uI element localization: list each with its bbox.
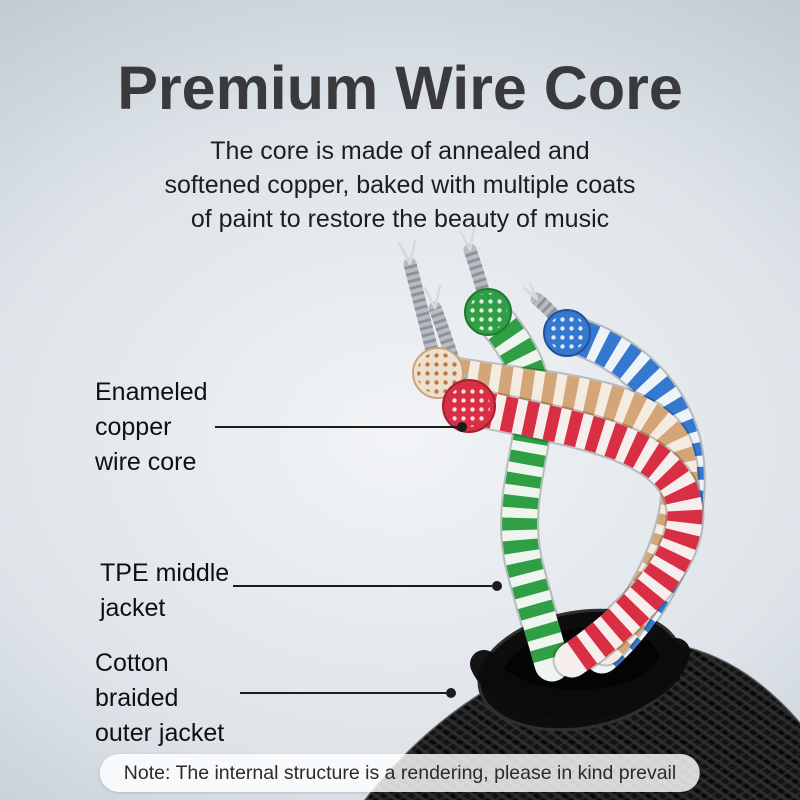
callout-leaders [215,422,502,698]
note-text: Note: The internal structure is a render… [123,761,677,784]
note-banner: Note: The internal structure is a render… [99,754,701,792]
wire-cross-sections [412,288,591,433]
subtitle-line: softened copper, baked with multiple coa… [164,171,636,200]
wire-green [468,292,572,684]
callout-label-line: wire core [95,448,197,476]
callout-label-line: braided [95,684,179,712]
callout-label-line: copper [95,413,172,441]
callout-label-cotton-braided-outer-jacket: Cotton braided outer jacket [95,646,224,751]
jacket-collar-front-rim [470,638,690,718]
callout-label-line: Enameled [95,378,208,406]
callout-label-tpe-middle-jacket: TPE middle jacket [100,556,229,626]
cross-section-disk-tan [412,347,464,399]
subtitle-line: The core is made of annealed and [210,137,590,166]
cross-section-disk-red [442,379,496,433]
callout-dot-enameled [457,422,467,432]
page-title: Premium Wire Core [117,54,683,122]
cross-section-disk-blue [543,309,591,357]
callout-dot-cotton [446,688,456,698]
callout-label-line: Cotton [95,649,169,677]
callout-label-line: TPE middle [100,559,230,587]
inner-wires [418,292,706,718]
callout-dot-tpe [492,581,502,591]
wire-red [449,386,705,680]
callout-label-line: jacket [100,594,166,622]
cross-section-disk-green [464,288,512,336]
callout-label-line: outer jacket [95,719,225,747]
subtitle-line: of paint to restore the beauty of music [190,205,610,234]
callout-label-enameled-copper-wire-core: Enameled copper wire core [95,375,208,480]
subtitle: The core is made of annealed and softene… [0,134,800,236]
